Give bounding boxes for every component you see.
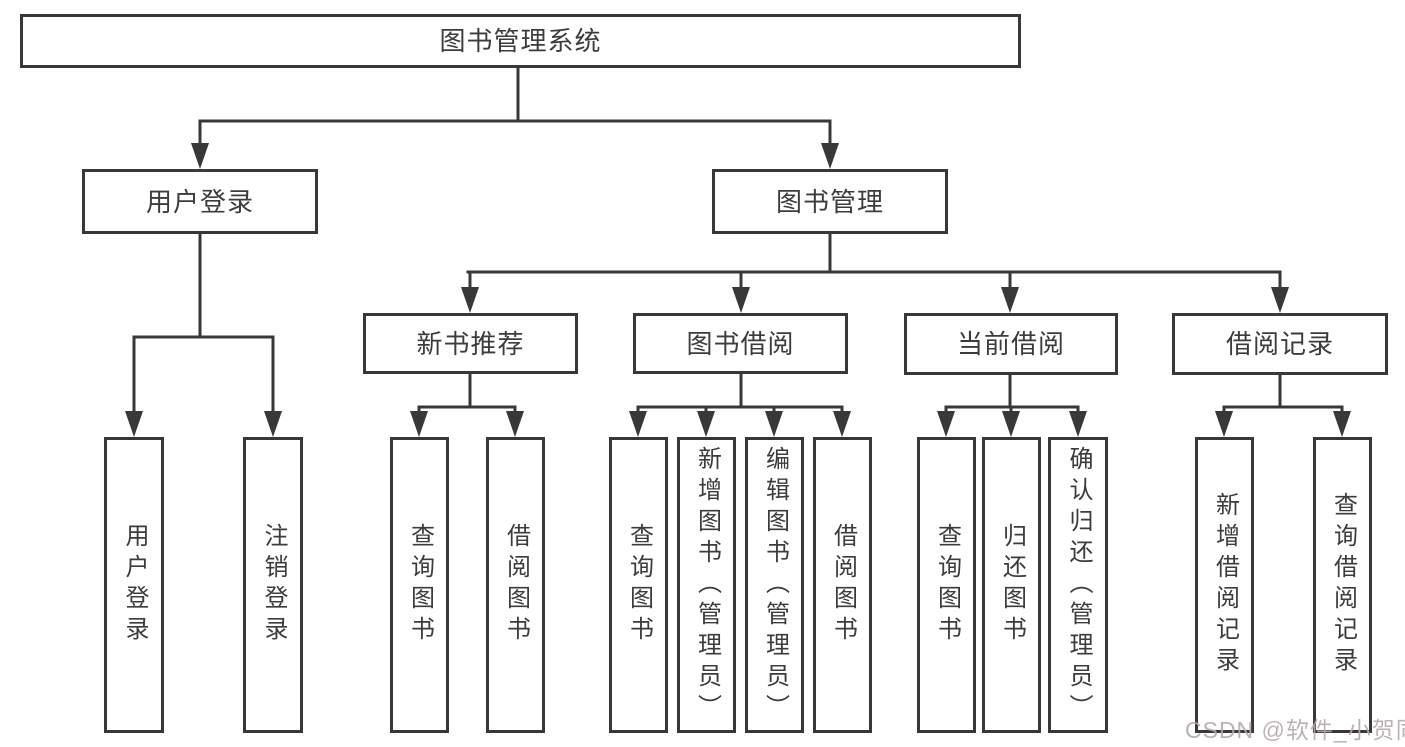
connector-arrowheads [125,143,1351,437]
leaf-return-book: 归还图书 [982,437,1041,733]
leaf-user-login: 用户登录 [104,437,164,733]
node-borrow-record: 借阅记录 [1172,313,1388,375]
leaf-query-book: 查询图书 [609,437,668,733]
node-book-borrow: 图书借阅 [633,313,848,374]
leaf-add-borrow-record: 新增借阅记录 [1195,437,1254,733]
leaf-query-book: 查询图书 [917,437,976,733]
leaf-borrow-book: 借阅图书 [486,437,545,733]
leaf-borrow-book: 借阅图书 [813,437,872,733]
node-user-login: 用户登录 [82,169,318,234]
leaf-query-book: 查询图书 [390,437,449,733]
leaf-add-book-admin: 新增图书（管理员） [677,437,736,733]
node-new-book-recommend: 新书推荐 [363,313,578,374]
leaf-edit-book-admin: 编辑图书（管理员） [745,437,804,733]
leaf-logout: 注销登录 [243,437,303,733]
leaf-confirm-return-admin: 确认归还（管理员） [1048,437,1108,733]
connector-arrow-shafts [132,121,1344,414]
node-current-borrow: 当前借阅 [904,313,1118,375]
leaf-query-borrow-record: 查询借阅记录 [1313,437,1372,733]
watermark: CSDN @软件_小贺同学 [1185,717,1405,743]
node-book-management: 图书管理 [712,169,948,234]
node-root: 图书管理系统 [20,14,1021,68]
connector-trunk-lines [132,66,1344,409]
